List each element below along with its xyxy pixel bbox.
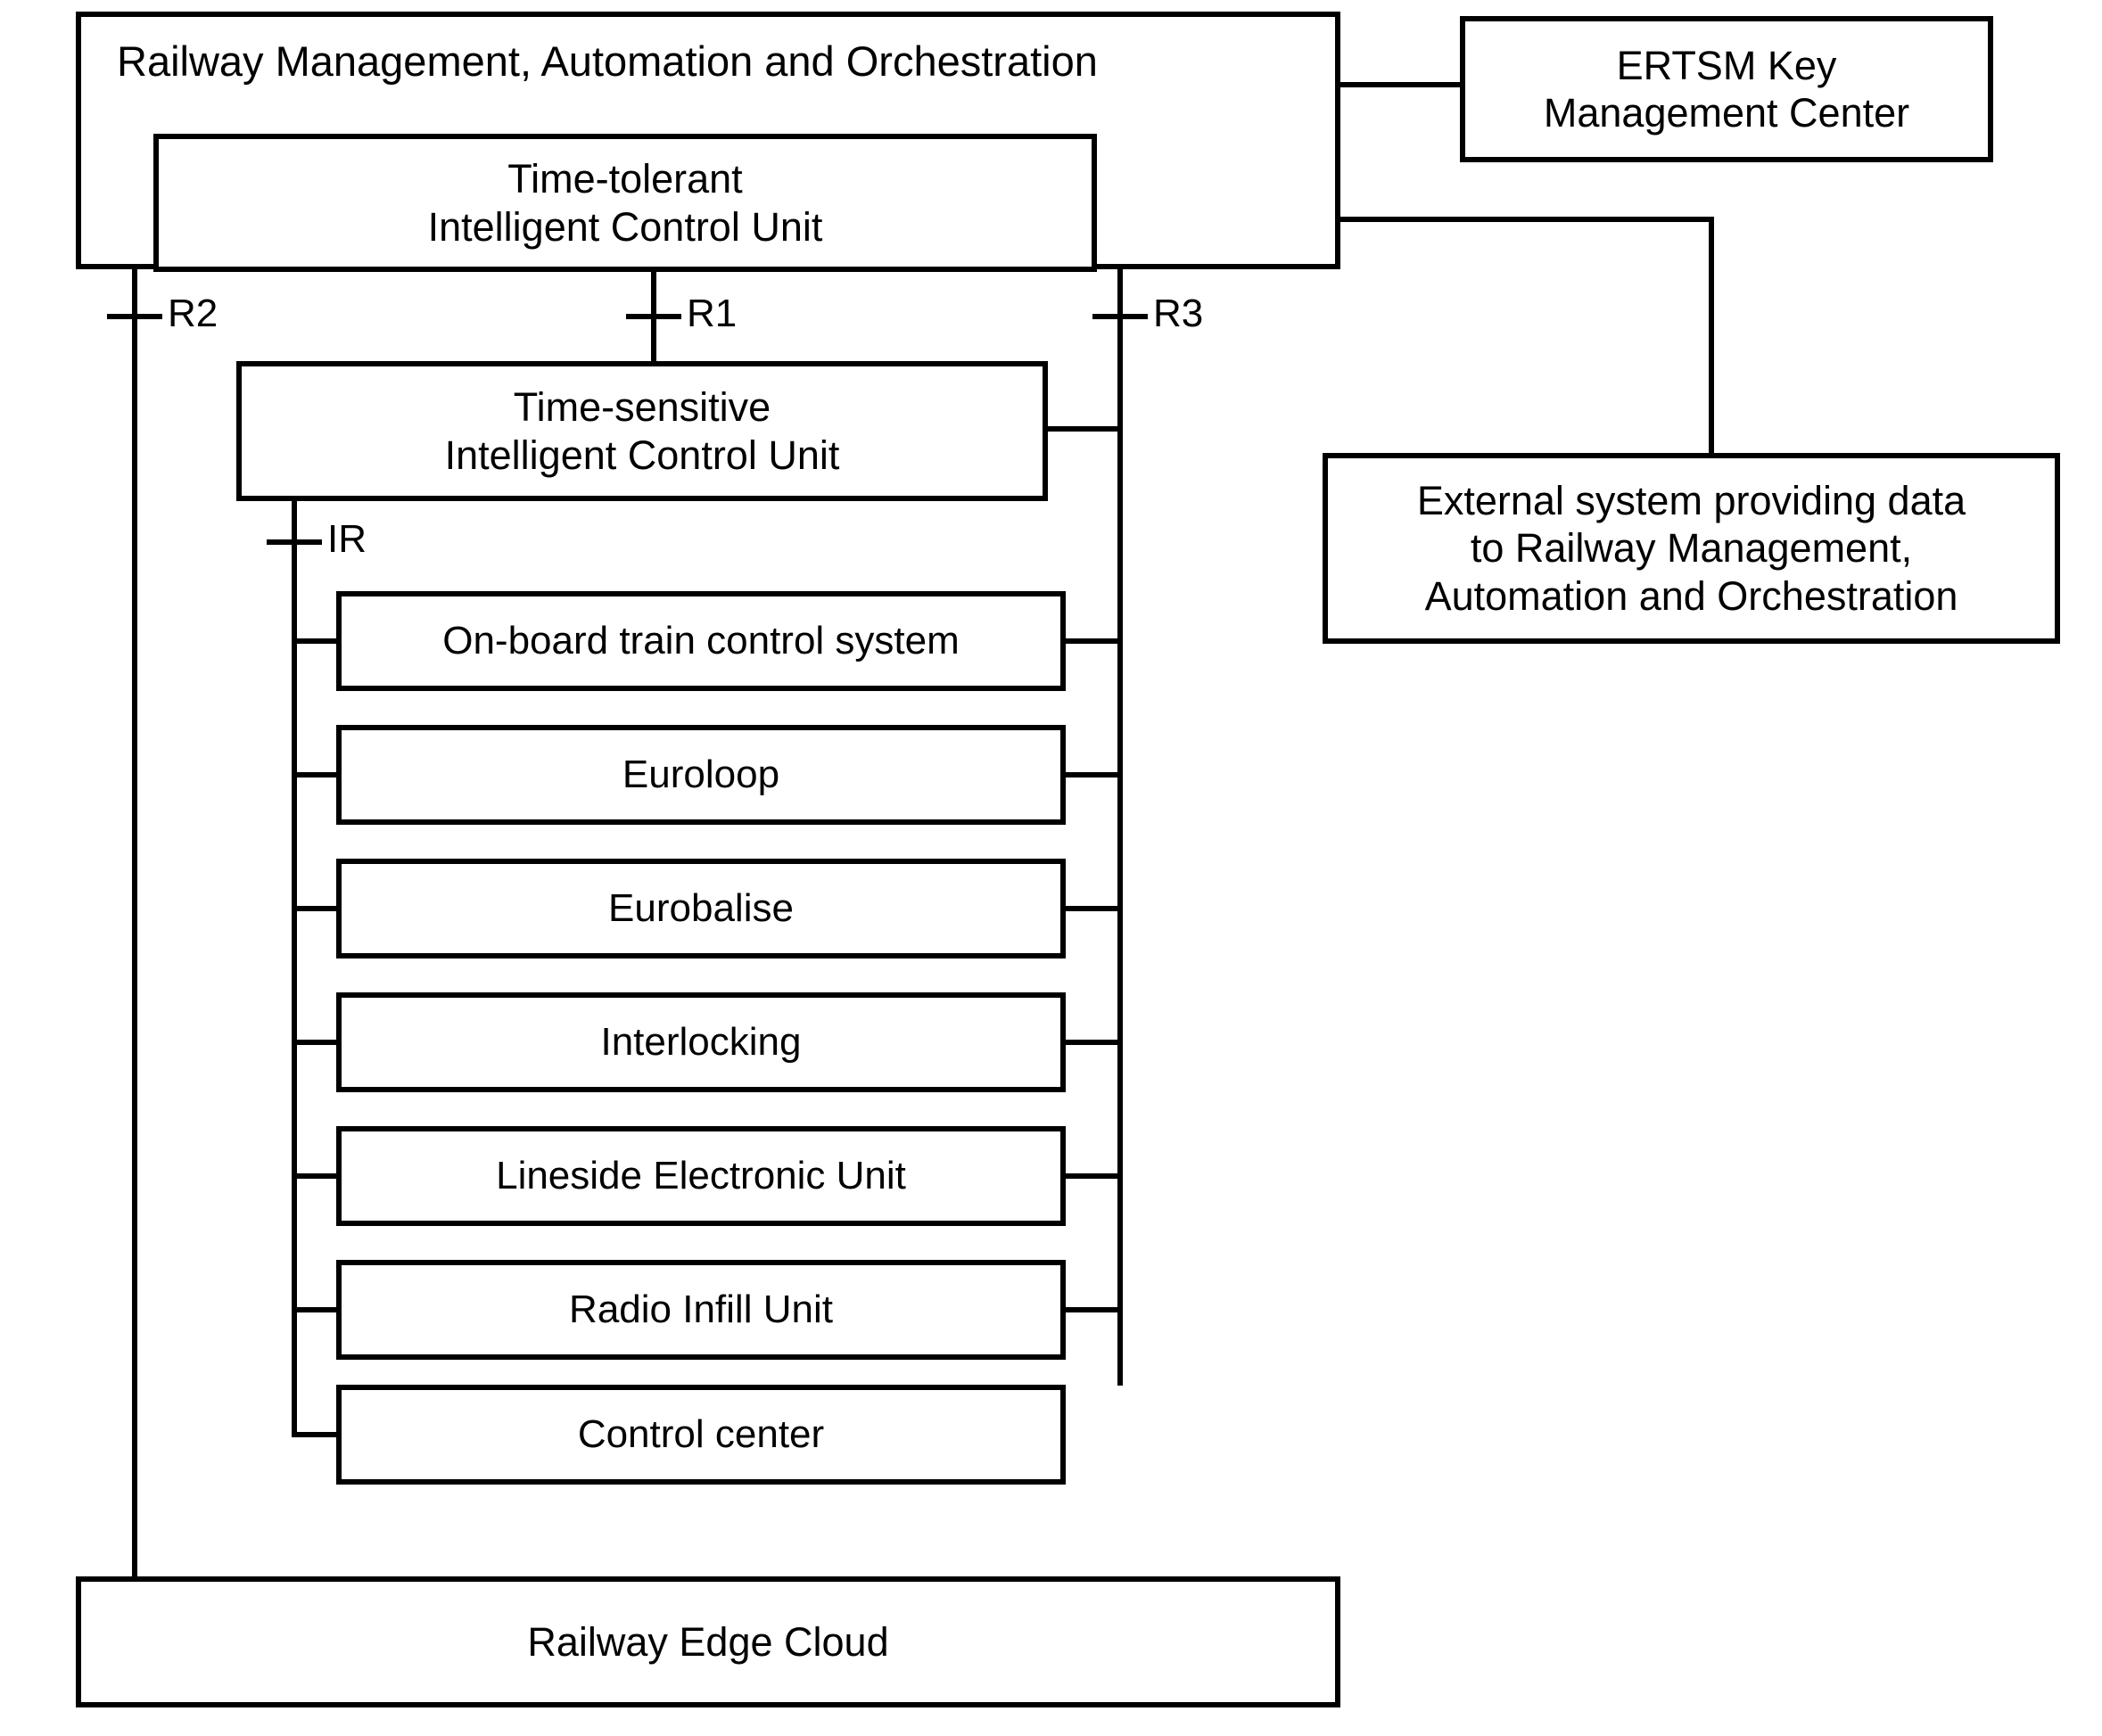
- ertsm-key-management-center-label: ERTSM Key Management Center: [1543, 42, 1910, 136]
- subsystem-box-eurobalise[interactable]: Eurobalise: [336, 859, 1066, 959]
- subsystem-label: On-board train control system: [442, 619, 960, 663]
- interface-label-ir: IR: [327, 517, 367, 561]
- time-sensitive-icu-label: Time-sensitive Intelligent Control Unit: [444, 384, 840, 478]
- connector-r3-stub-euroloop: [1060, 772, 1123, 777]
- interface-tick-r3: [1092, 314, 1148, 319]
- connector-ir-stub-riu: [292, 1307, 342, 1312]
- connector-r2-trunk: [132, 264, 137, 1582]
- connector-ir-stub-eurobalise: [292, 906, 342, 911]
- subsystem-box-on-board-train-control-system[interactable]: On-board train control system: [336, 591, 1066, 691]
- subsystem-label: Radio Infill Unit: [569, 1288, 833, 1332]
- connector-ir-stub-control-center: [292, 1432, 342, 1437]
- connector-ir-stub-euroloop: [292, 772, 342, 777]
- connector-r3-stub-riu: [1060, 1307, 1123, 1312]
- interface-tick-ir: [267, 539, 322, 545]
- connector-r3-stub-leu: [1060, 1173, 1123, 1179]
- subsystem-label: Lineside Electronic Unit: [496, 1154, 906, 1198]
- subsystem-label: Eurobalise: [608, 886, 794, 931]
- connector-r3-stub-ts-icu: [1043, 426, 1123, 432]
- external-system-box[interactable]: External system providing data to Railwa…: [1323, 453, 2060, 644]
- interface-label-r2: R2: [168, 292, 218, 335]
- connector-r3-stub-interlocking: [1060, 1040, 1123, 1045]
- connector-rmao-to-external-horizontal: [1335, 217, 1714, 222]
- interface-label-r1: R1: [687, 292, 738, 335]
- rmao-label: Railway Management, Automation and Orche…: [117, 37, 1098, 85]
- interface-tick-r2: [107, 314, 162, 319]
- railway-edge-cloud-box[interactable]: Railway Edge Cloud: [76, 1576, 1340, 1707]
- subsystem-label: Control center: [577, 1412, 825, 1457]
- connector-r3-stub-eurobalise: [1060, 906, 1123, 911]
- connector-ir-stub-interlocking: [292, 1040, 342, 1045]
- time-sensitive-intelligent-control-unit-box[interactable]: Time-sensitive Intelligent Control Unit: [236, 361, 1048, 501]
- subsystem-label: Euroloop: [622, 753, 780, 797]
- connector-r3-trunk: [1117, 264, 1123, 1386]
- time-tolerant-intelligent-control-unit-box[interactable]: Time-tolerant Intelligent Control Unit: [153, 134, 1097, 272]
- interface-tick-r1: [626, 314, 681, 319]
- connector-rmao-to-external-vertical: [1709, 217, 1714, 458]
- time-tolerant-icu-label: Time-tolerant Intelligent Control Unit: [427, 156, 823, 250]
- subsystem-box-interlocking[interactable]: Interlocking: [336, 992, 1066, 1092]
- subsystem-box-lineside-electronic-unit[interactable]: Lineside Electronic Unit: [336, 1126, 1066, 1226]
- subsystem-box-euroloop[interactable]: Euroloop: [336, 725, 1066, 825]
- interface-label-r3: R3: [1153, 292, 1204, 335]
- connector-rmao-to-ertsm: [1335, 82, 1465, 87]
- subsystem-box-control-center[interactable]: Control center: [336, 1385, 1066, 1485]
- railway-edge-cloud-label: Railway Edge Cloud: [527, 1618, 889, 1665]
- subsystem-box-radio-infill-unit[interactable]: Radio Infill Unit: [336, 1260, 1066, 1360]
- subsystem-label: Interlocking: [600, 1020, 802, 1065]
- connector-ir-trunk: [292, 496, 297, 1436]
- connector-r3-stub-onboard: [1060, 638, 1123, 644]
- connector-ir-stub-onboard: [292, 638, 342, 644]
- external-system-label: External system providing data to Railwa…: [1416, 478, 1966, 619]
- ertsm-key-management-center-box[interactable]: ERTSM Key Management Center: [1460, 16, 1993, 162]
- connector-ir-stub-leu: [292, 1173, 342, 1179]
